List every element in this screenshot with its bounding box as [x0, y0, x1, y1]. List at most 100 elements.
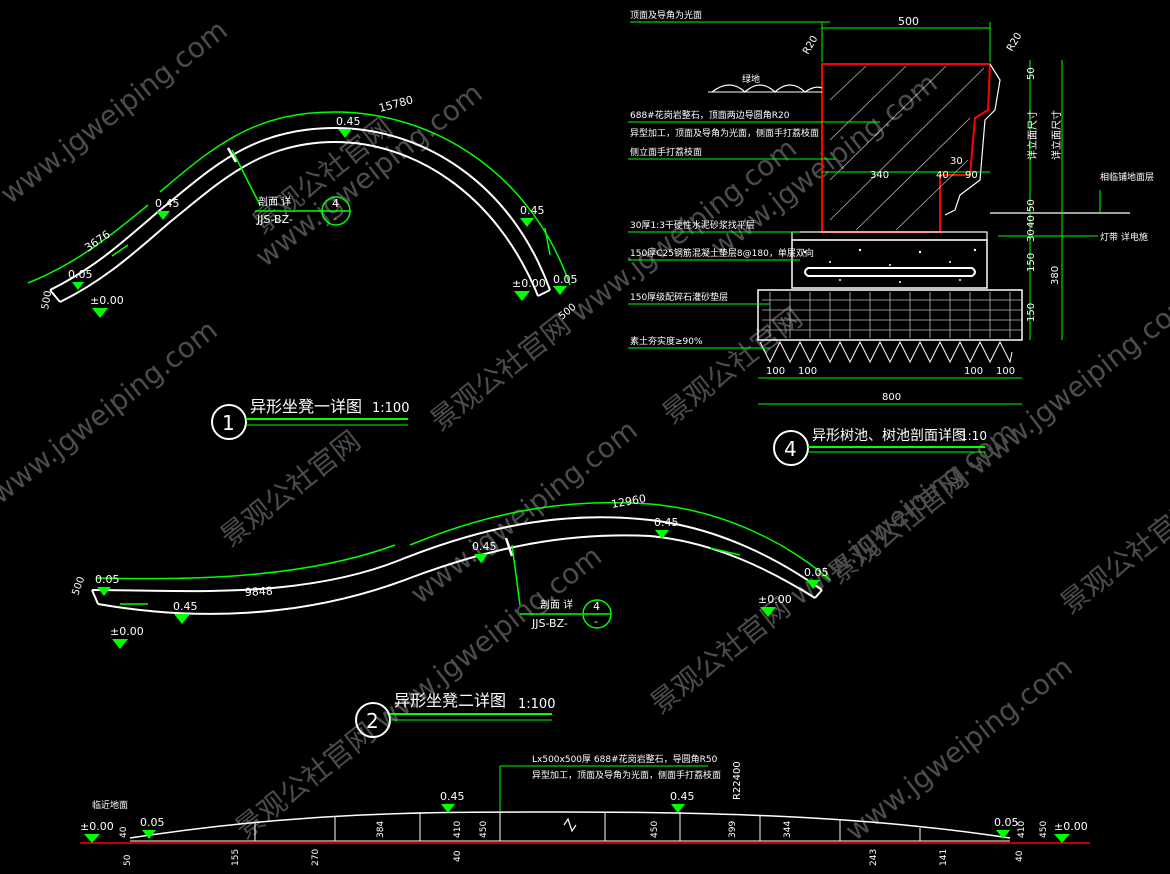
rebar [804, 267, 976, 277]
elev-label: 0.05 [804, 566, 829, 579]
dim-text: 384 [376, 821, 386, 838]
note: 侧立面手打荔枝面 [630, 146, 702, 158]
bench-profile-top [129, 811, 1011, 839]
dim-text: 150 [1026, 303, 1037, 322]
dim-text: R20 [801, 34, 820, 57]
elev-triangle [671, 804, 685, 813]
dim-text: 150 [1026, 253, 1037, 272]
bench-2-end-left [91, 589, 99, 605]
elev-label: 0.05 [95, 573, 120, 586]
note: 150厚级配碎石灌砂垫层 [630, 291, 728, 303]
grass-curve [711, 84, 823, 93]
elev-label: ±0.00 [110, 625, 144, 638]
right-dims: 50 50 40 30 150 150 380 详立面尺寸 详立面尺寸 [1026, 67, 1063, 322]
section-notes: 顶面及导角为光面 绿地 688#花岗岩整石，顶面两边导圆角R20 异型加工，顶面… [628, 9, 1154, 349]
watermark-text: 景观公社官网 [214, 424, 367, 553]
detail-number: 1 [222, 411, 235, 435]
concrete-layer [791, 239, 988, 289]
note: 异型加工，顶面及导角为光面，侧面手打荔枝面 [630, 127, 819, 139]
detail-scale: 1:100 [518, 697, 555, 712]
section-sheet: - [333, 212, 337, 225]
dim-text: 详立面尺寸 [1050, 110, 1063, 160]
bench-2-inner-edge [97, 534, 816, 615]
dim-text: 155 [231, 849, 241, 866]
elev-triangle [553, 286, 567, 295]
dim-text: 100 [964, 366, 983, 377]
bench-2-end-right [814, 589, 823, 599]
dim-text: 270 [311, 849, 321, 866]
dim-text: 410 [453, 821, 463, 838]
dim-text: 450 [1039, 821, 1049, 838]
bench-1-inner-edge [59, 140, 539, 303]
elev-triangle [514, 291, 530, 301]
dim-arc-left: 3676 [82, 228, 112, 255]
stone-hatch [829, 65, 985, 231]
watermark-text: www.jgweiping.com [0, 313, 224, 510]
dim-text: 410 [1017, 821, 1027, 838]
elev-triangle [92, 308, 108, 318]
bench-1-outer-edge [49, 126, 551, 291]
detail-title: 异形坐凳一详图 [250, 397, 362, 416]
elev-label: 0.45 [173, 600, 198, 613]
dim-text: 340 [870, 170, 889, 181]
dim-text: 40 [453, 850, 463, 862]
section-callout-1: 剖面 详 JJS-BZ- 4 - [226, 147, 351, 226]
dim-width-left: 500 [40, 290, 54, 311]
slope-arrow [709, 547, 741, 556]
dim-text: 800 [882, 392, 901, 403]
watermark-text: www.jgweiping.com [404, 413, 644, 610]
dim-arc-top: 12960 [610, 492, 647, 511]
note: 150厚C25钢筋混凝土垫层8@180，单层双向 [630, 247, 814, 259]
dim-text: R20 [1005, 31, 1024, 54]
note: 绿地 [742, 73, 760, 85]
elev-triangle [84, 834, 100, 843]
section-ref: JJS-BZ- [256, 213, 293, 226]
elevation-markers-2: 0.05 ±0.00 0.45 0.45 0.45 0.05 ±0.00 [95, 516, 829, 649]
watermark-text: www.jgweiping.com [839, 650, 1079, 847]
dim-text: 380 [1050, 266, 1061, 285]
note: 相临铺地面层 [1100, 171, 1154, 183]
detail-number: 2 [366, 709, 379, 733]
elev-triangle [760, 607, 776, 617]
bench-1-arc-dimension [159, 111, 571, 286]
detail-scale: 1:10 [960, 429, 987, 443]
bench-2-arc-dimension [409, 501, 831, 581]
section-label: 剖面 详 [258, 195, 291, 208]
detail-title: 异形树池、树池剖面详图 [812, 428, 966, 444]
elev-label: 0.45 [520, 204, 545, 217]
dim-text: 详立面尺寸 [1026, 110, 1039, 160]
watermark-text: 景观公社官网 [1054, 491, 1170, 620]
dim-text: 141 [939, 849, 949, 866]
watermark-text: 景观公社官网 www.jgweiping.com [424, 131, 803, 437]
watermark-text: www.jgweiping.com [0, 13, 234, 210]
note: 顶面及导角为光面 [630, 9, 702, 21]
bench-2-outer-edge [91, 516, 823, 593]
elev-triangle [142, 830, 156, 839]
detail-4-title: 4 异形树池、树池剖面详图 1:10 [773, 428, 987, 466]
elev-triangle [97, 587, 111, 596]
dim-text: 100 [766, 366, 785, 377]
watermark-layer: www.jgweiping.com 景观公社官网 www.jgweiping.c… [0, 13, 1170, 847]
elev-label: 0.05 [994, 816, 1019, 829]
bench-1-end-left [49, 289, 61, 303]
section-ref: JJS-BZ- [531, 617, 568, 630]
gravel-pattern [762, 292, 1022, 338]
dim-text: 399 [728, 821, 738, 838]
slope-arrow [111, 244, 129, 257]
elev-label: 0.45 [670, 790, 695, 803]
slope-arrow [544, 227, 551, 256]
dim-text: 50 [1026, 67, 1037, 80]
detail-4-section: 500 R20 R20 [628, 9, 1154, 466]
elev-triangle [520, 218, 534, 227]
elev-label: 0.45 [654, 516, 679, 529]
profile-edge [944, 63, 1001, 216]
dim-text: 243 [869, 849, 879, 866]
section-cut-mark [226, 147, 238, 163]
dim-text: 30 [1026, 229, 1037, 242]
bench-joints [254, 812, 921, 841]
elev-label: ±0.00 [758, 593, 792, 606]
section-label: 剖面 详 [540, 598, 573, 611]
dim-text: 50 [1026, 199, 1037, 212]
dim-text: 40 [936, 170, 949, 181]
elev-bottom-dims: 50 155 270 40 243 141 40 [123, 849, 1025, 866]
